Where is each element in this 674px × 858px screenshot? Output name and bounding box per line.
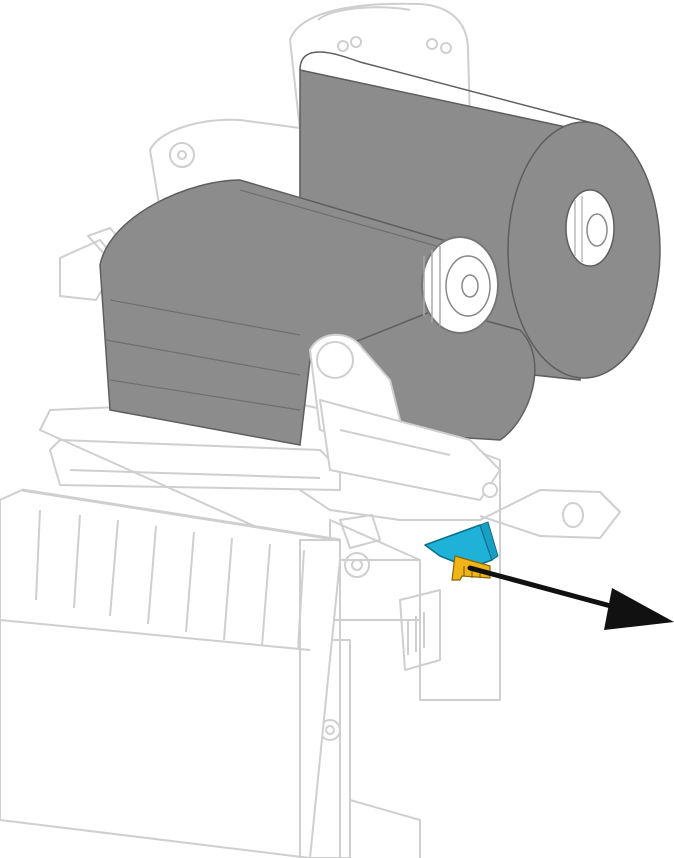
sensor-ribs <box>407 612 425 655</box>
takeup-spindle-hub <box>461 274 479 298</box>
takeup-roll-top-line <box>239 189 451 251</box>
front-cover-top-lip <box>21 488 341 542</box>
lower-post-screw-core <box>325 725 335 735</box>
left-housing-boss-core <box>177 150 187 160</box>
housing-arc <box>317 6 411 21</box>
sensor-bracket <box>399 589 441 671</box>
housing-hole-3 <box>426 38 438 50</box>
takeup-roll-lines <box>105 299 301 411</box>
ribbon-takeup-spindle-icon <box>99 179 499 446</box>
rear-bar-knob <box>562 502 584 528</box>
housing-hole-4 <box>440 42 452 54</box>
left-housing-boss <box>169 142 195 168</box>
arrow-head <box>604 588 674 630</box>
printhead-screw <box>482 482 498 498</box>
lever-cyan-side <box>479 521 499 561</box>
printhead-knob <box>316 341 354 379</box>
housing-hole-1 <box>337 40 349 52</box>
upper-housing <box>289 2 471 131</box>
takeup-roll-body <box>99 179 461 446</box>
front-cover-ribs <box>35 509 305 651</box>
front-cover-panel <box>0 489 341 858</box>
pull-direction-arrow-icon <box>467 565 674 630</box>
printhead-edge <box>339 429 451 456</box>
housing-hole-2 <box>350 36 362 48</box>
supply-core-ribs <box>574 196 583 262</box>
supply-roll-top-edge <box>299 51 601 126</box>
roller-boss <box>344 552 370 578</box>
supply-core-hub <box>586 213 608 247</box>
arrow-shaft <box>467 565 621 611</box>
platen-line <box>69 469 321 479</box>
base-plate-edge <box>349 799 421 858</box>
takeup-spindle-ribs <box>423 246 441 326</box>
front-cover-side <box>299 539 341 858</box>
roller-boss-core <box>351 559 363 571</box>
front-cover-seam <box>0 619 311 651</box>
latch-bracket <box>339 514 381 549</box>
rear-bar <box>299 489 621 539</box>
front-cover <box>0 488 341 858</box>
printhead-assembly-icon <box>309 333 501 501</box>
